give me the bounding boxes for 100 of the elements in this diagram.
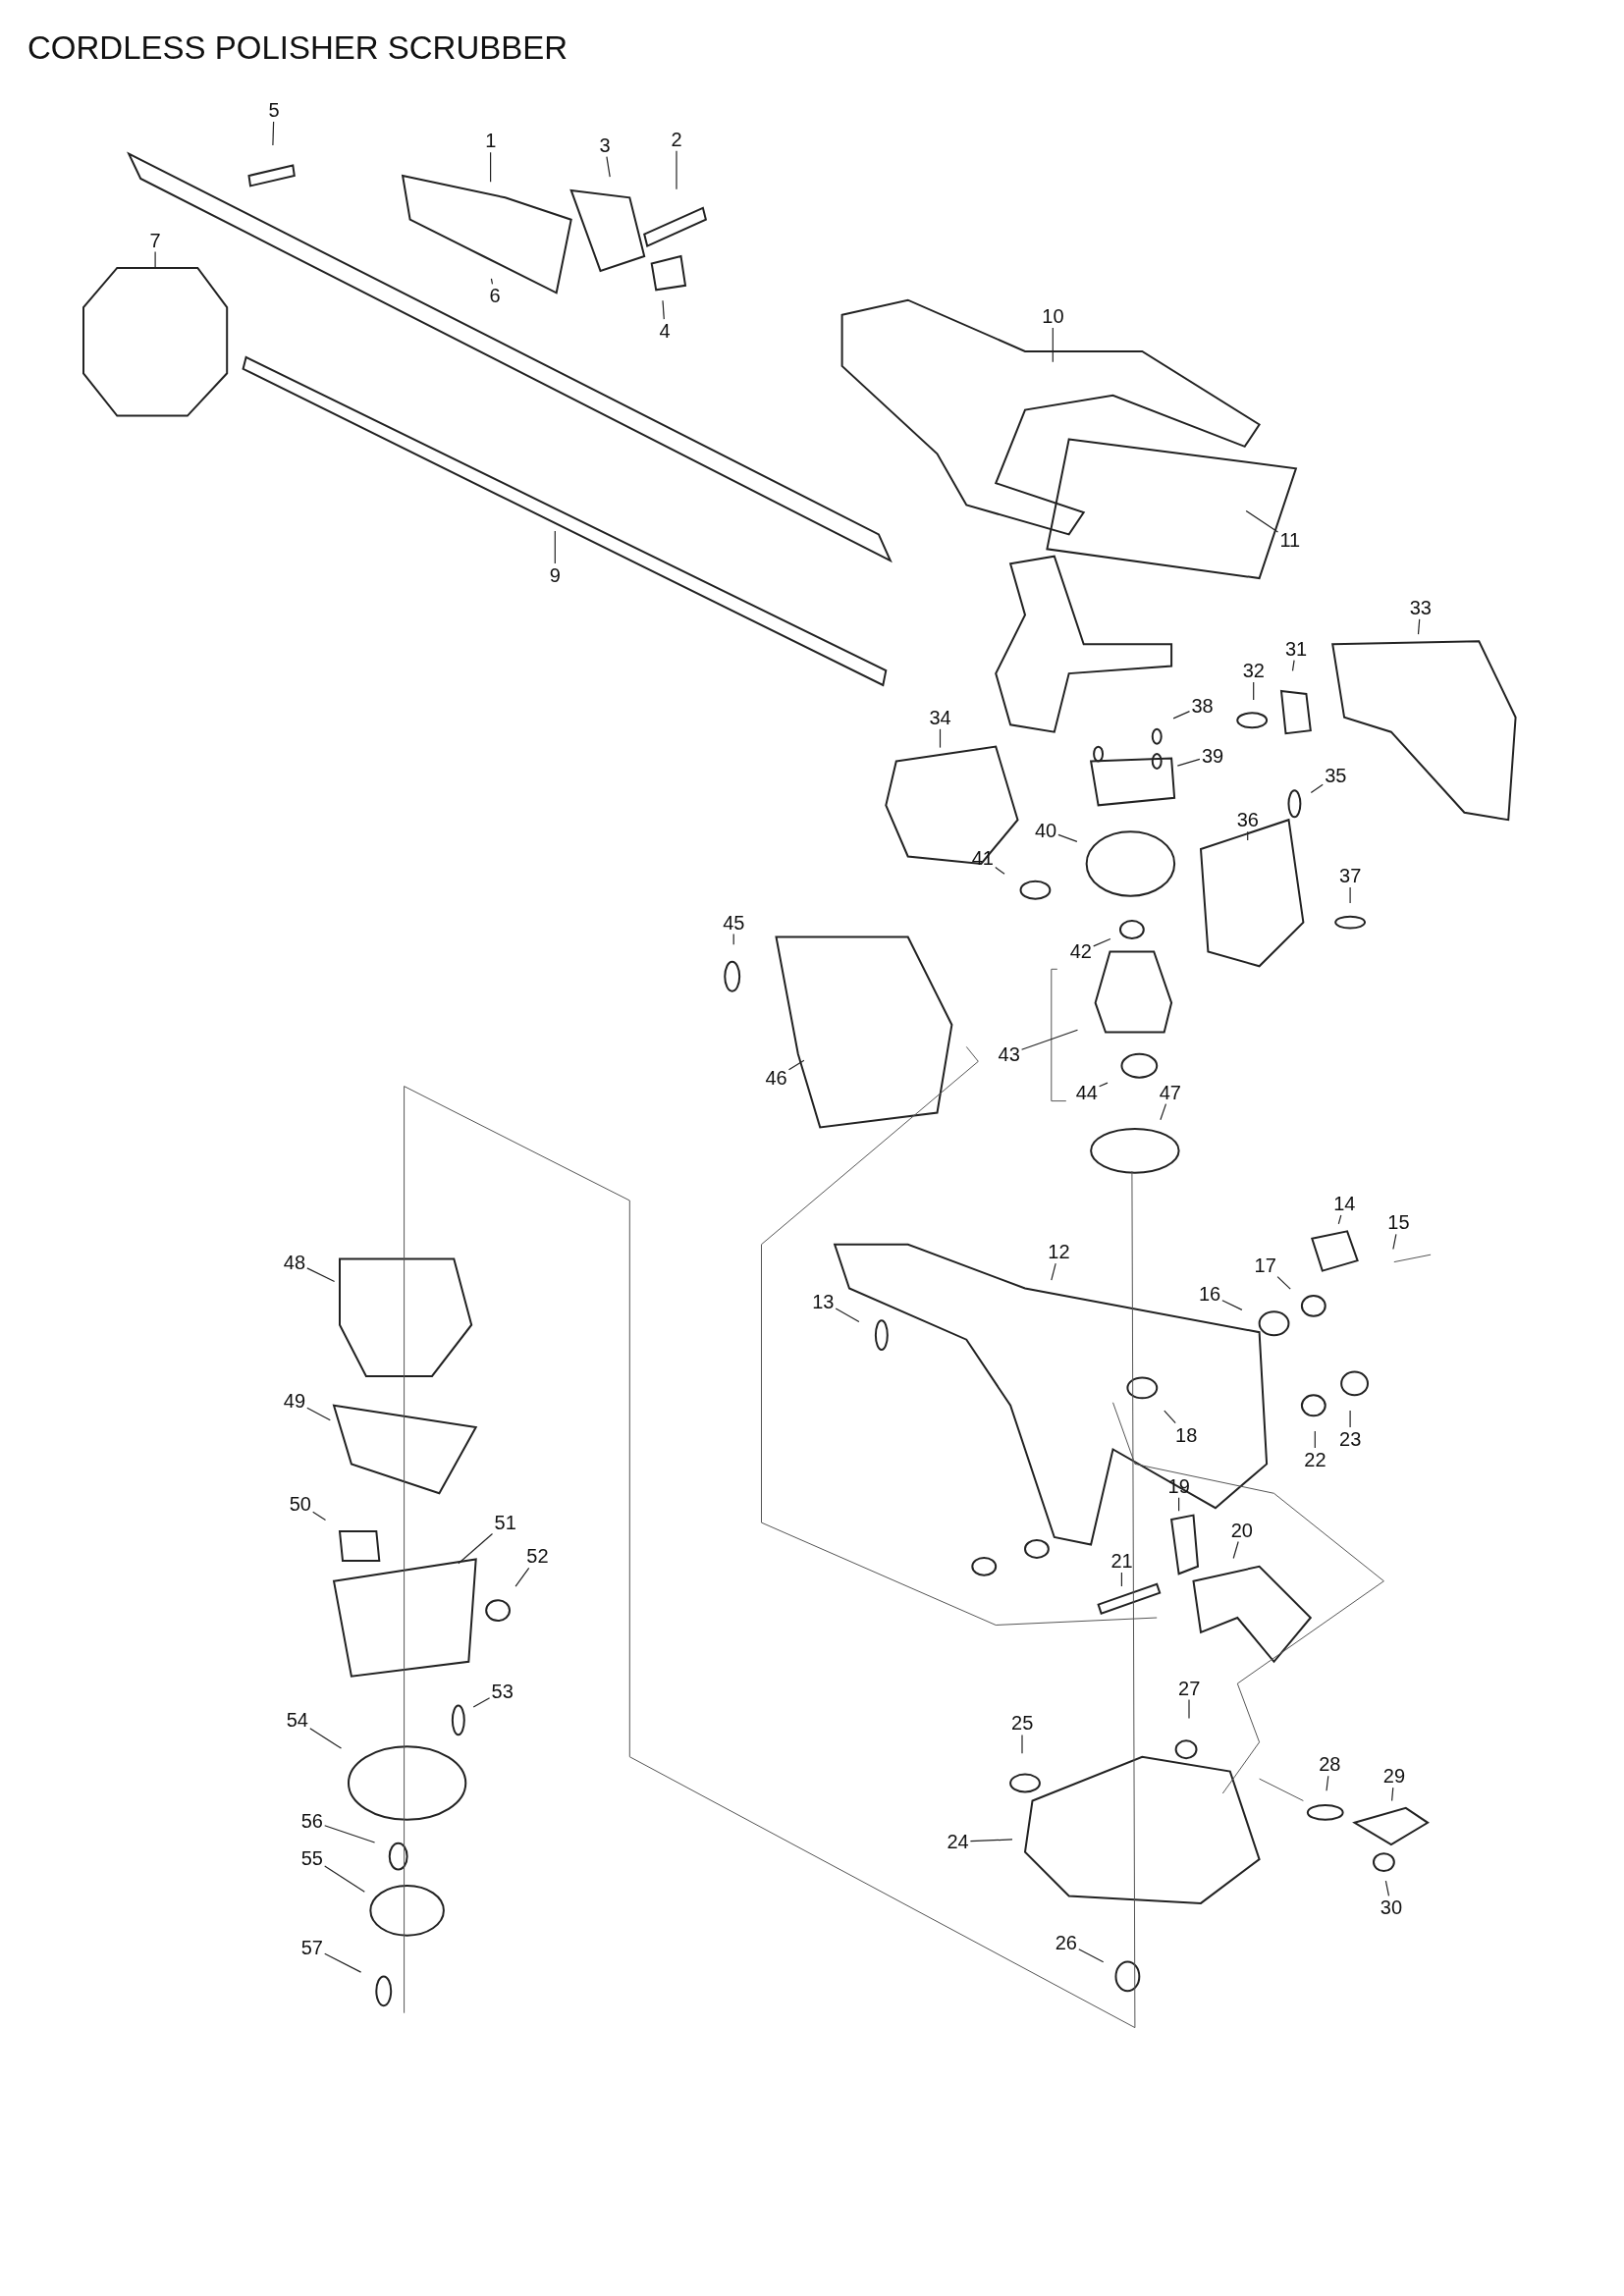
callout-number: 36 — [1236, 809, 1259, 831]
callout-number: 45 — [723, 911, 745, 934]
callout-number: 16 — [1198, 1283, 1221, 1306]
leader-line — [1160, 1103, 1167, 1121]
callout-number: 4 — [659, 320, 671, 343]
leader-line — [1310, 783, 1324, 793]
leader-line — [1337, 1214, 1342, 1225]
leader-line — [472, 1697, 491, 1708]
leader-line — [1349, 1410, 1351, 1428]
callout-number: 13 — [812, 1290, 835, 1312]
leader-line — [1093, 937, 1111, 947]
callout-number: 47 — [1159, 1081, 1181, 1103]
leader-line — [490, 278, 494, 285]
leader-line — [1232, 1540, 1239, 1560]
callout-number: 42 — [1069, 940, 1092, 963]
callout-number: 21 — [1110, 1549, 1133, 1572]
callout-number: 44 — [1075, 1081, 1098, 1103]
leader-line — [458, 1532, 494, 1565]
callout-number: 57 — [300, 1936, 323, 1958]
leader-line — [154, 251, 156, 269]
callout-number: 54 — [286, 1709, 308, 1732]
leader-line — [1326, 1775, 1329, 1791]
leader-line — [1276, 1276, 1291, 1290]
callout-number: 48 — [283, 1251, 305, 1273]
page-title: CORDLESS POLISHER SCRUBBER — [27, 29, 568, 67]
leader-line — [324, 1825, 376, 1843]
callout-number: 34 — [929, 706, 951, 728]
leader-line — [1384, 1880, 1390, 1896]
leader-line — [1349, 886, 1351, 904]
leader-line — [1176, 758, 1201, 767]
callout-number: 24 — [947, 1831, 969, 1853]
leader-line — [787, 1059, 805, 1071]
callout-number: 43 — [998, 1042, 1020, 1065]
leader-line — [312, 1511, 327, 1522]
leader-line — [324, 1865, 365, 1893]
leader-line — [1057, 833, 1078, 842]
leader-line — [1253, 681, 1255, 701]
leader-line — [306, 1267, 336, 1283]
leader-line — [662, 299, 665, 320]
callout-number: 22 — [1304, 1448, 1326, 1470]
callout-number: 30 — [1380, 1896, 1403, 1919]
leader-line — [306, 1407, 331, 1421]
callout-number: 5 — [268, 98, 280, 121]
callout-number: 11 — [1279, 529, 1301, 552]
callout-number: 2 — [671, 128, 682, 150]
leader-line — [969, 1839, 1013, 1842]
callout-number: 26 — [1055, 1932, 1077, 1954]
leader-line — [1391, 1787, 1394, 1802]
callout-number: 27 — [1178, 1677, 1201, 1699]
leader-line — [732, 934, 734, 945]
callout-number: 32 — [1242, 660, 1265, 682]
callout-number: 25 — [1011, 1712, 1034, 1735]
leader-line — [1120, 1572, 1122, 1587]
leader-line — [490, 151, 492, 183]
callout-number: 18 — [1175, 1423, 1198, 1446]
leader-line — [939, 728, 942, 749]
callout-number: 1 — [485, 130, 497, 152]
leader-line — [1188, 1699, 1190, 1719]
leader-line — [514, 1567, 530, 1587]
callout-number: 9 — [549, 564, 561, 587]
callout-number: 40 — [1034, 819, 1057, 841]
leader-line — [1247, 830, 1249, 841]
leader-line — [1051, 1262, 1056, 1281]
callout-number: 17 — [1254, 1254, 1276, 1276]
callout-number: 31 — [1284, 637, 1308, 660]
leader-line — [676, 150, 677, 190]
leader-line — [835, 1308, 860, 1322]
callout-number: 10 — [1042, 305, 1064, 328]
callout-number: 29 — [1382, 1765, 1406, 1788]
leader-line — [1392, 1233, 1397, 1251]
callout-number: 23 — [1339, 1428, 1362, 1451]
callout-number: 53 — [491, 1680, 514, 1702]
callout-number: 55 — [300, 1846, 323, 1869]
leader-line — [606, 156, 611, 178]
leader-line — [1291, 660, 1295, 671]
callout-number: 28 — [1319, 1753, 1341, 1776]
leader-line — [1078, 1949, 1105, 1963]
callout-number: 49 — [283, 1390, 305, 1413]
callout-number: 52 — [526, 1545, 549, 1568]
callout-number: 50 — [289, 1492, 311, 1515]
leader-line — [1221, 1300, 1243, 1310]
leader-line — [1052, 327, 1054, 363]
leader-line — [1417, 618, 1421, 635]
callout-number: 6 — [489, 285, 501, 307]
callout-number: 14 — [1333, 1192, 1356, 1214]
leader-line — [1164, 1410, 1176, 1424]
leader-line — [324, 1952, 362, 1973]
leader-line — [554, 530, 556, 564]
callout-number: 12 — [1048, 1241, 1070, 1263]
leader-line — [1172, 711, 1191, 720]
leader-line — [1245, 509, 1279, 533]
callout-number: 51 — [494, 1512, 516, 1534]
callout-number: 35 — [1325, 765, 1347, 787]
leader-line — [309, 1728, 343, 1749]
callout-number: 37 — [1339, 864, 1362, 886]
callout-number: 33 — [1409, 596, 1432, 618]
callout-number: 39 — [1201, 744, 1224, 767]
leader-line — [995, 867, 1005, 875]
leader-line — [1178, 1497, 1180, 1512]
leader-line — [1099, 1082, 1109, 1088]
